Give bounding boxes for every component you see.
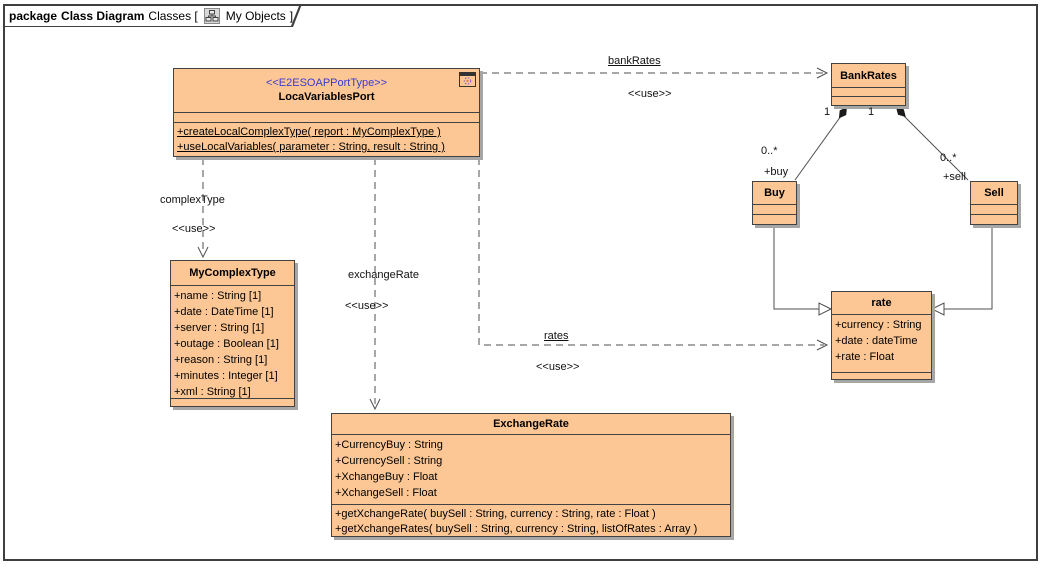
attribute-item[interactable]: +currency : String	[835, 319, 922, 331]
attributes-compartment: +currency : String +date : dateTime +rat…	[832, 314, 931, 372]
class-name: MyComplexType	[189, 267, 276, 279]
operations-compartment	[832, 96, 905, 105]
diagram-frame-tab[interactable]: package Class Diagram Classes [ My Objec…	[3, 4, 302, 27]
operation-item[interactable]: +useLocalVariables( parameter : String, …	[177, 141, 445, 153]
dependency-name-label[interactable]: bankRates	[608, 55, 661, 67]
operation-item[interactable]: +getXchangeRates( buySell : String, curr…	[335, 523, 698, 535]
class-name: Sell	[984, 187, 1004, 199]
frame-title: Class Diagram	[61, 9, 145, 23]
frame-kind-label: package	[9, 9, 58, 23]
attribute-item[interactable]: +XchangeSell : Float	[335, 487, 437, 499]
attribute-item[interactable]: +CurrencySell : String	[335, 455, 443, 467]
operations-compartment	[171, 398, 294, 406]
attributes-compartment	[174, 112, 479, 122]
attributes-compartment: +CurrencyBuy : String +CurrencySell : St…	[332, 434, 730, 504]
class-name: BankRates	[840, 69, 897, 82]
class-mycomplextype[interactable]: MyComplexType +name : String [1] +date :…	[170, 260, 295, 407]
dependency-name-label[interactable]: rates	[544, 330, 569, 342]
attribute-item[interactable]: +minutes : Integer [1]	[174, 370, 278, 382]
operations-compartment: +createLocalComplexType( report : MyComp…	[174, 122, 479, 156]
use-stereotype-label[interactable]: <<use>>	[628, 88, 672, 100]
operations-compartment	[971, 214, 1017, 224]
operation-item[interactable]: +getXchangeRate( buySell : String, curre…	[335, 508, 656, 520]
attributes-compartment	[832, 87, 905, 96]
attribute-item[interactable]: +server : String [1]	[174, 322, 265, 334]
operations-compartment	[832, 372, 931, 379]
class-name: rate	[871, 297, 892, 309]
diagram-hierarchy-icon	[204, 8, 220, 24]
class-sell[interactable]: Sell	[970, 181, 1018, 225]
attributes-compartment: +name : String [1] +date : DateTime [1] …	[171, 285, 294, 398]
attribute-item[interactable]: +date : dateTime	[835, 335, 918, 347]
frame-diagram-name: My Objects	[225, 9, 286, 23]
class-rate[interactable]: rate +currency : String +date : dateTime…	[831, 291, 932, 380]
attribute-item[interactable]: +outage : Boolean [1]	[174, 338, 279, 350]
attributes-compartment	[753, 204, 796, 214]
use-stereotype-label[interactable]: <<use>>	[536, 361, 580, 373]
use-stereotype-label[interactable]: <<use>>	[345, 300, 389, 312]
attribute-item[interactable]: +name : String [1]	[174, 290, 262, 302]
attribute-item[interactable]: +CurrencyBuy : String	[335, 439, 443, 451]
soap-port-icon	[459, 72, 476, 87]
class-name: Buy	[764, 187, 785, 199]
attribute-item[interactable]: +xml : String [1]	[174, 386, 251, 398]
role-label[interactable]: +buy	[764, 166, 789, 178]
multiplicity-label[interactable]: 0..*	[761, 145, 778, 157]
class-bankrates[interactable]: BankRates	[831, 63, 906, 106]
class-exchangerate[interactable]: ExchangeRate +CurrencyBuy : String +Curr…	[331, 413, 731, 537]
multiplicity-label[interactable]: 1	[868, 106, 875, 118]
frame-context-close: ]	[289, 9, 294, 23]
operations-compartment: +getXchangeRate( buySell : String, curre…	[332, 504, 730, 536]
attribute-item[interactable]: +reason : String [1]	[174, 354, 268, 366]
class-name: ExchangeRate	[493, 418, 569, 430]
class-locavariablesport[interactable]: <<E2ESOAPPortType>> LocaVariablesPort +c…	[173, 68, 480, 157]
operations-compartment	[753, 214, 796, 224]
class-stereotype: <<E2ESOAPPortType>>	[265, 77, 388, 89]
attribute-item[interactable]: +date : DateTime [1]	[174, 306, 274, 318]
class-name: LocaVariablesPort	[278, 91, 375, 103]
use-stereotype-label[interactable]: <<use>>	[172, 223, 216, 235]
class-buy[interactable]: Buy	[752, 181, 797, 225]
operation-item[interactable]: +createLocalComplexType( report : MyComp…	[177, 126, 441, 138]
attribute-item[interactable]: +XchangeBuy : Float	[335, 471, 438, 483]
role-label[interactable]: +sell	[943, 171, 966, 183]
attribute-item[interactable]: +rate : Float	[835, 351, 895, 363]
multiplicity-label[interactable]: 0..*	[940, 152, 957, 164]
attributes-compartment	[971, 204, 1017, 214]
multiplicity-label[interactable]: 1	[824, 106, 831, 118]
frame-context-open: Classes [	[148, 9, 198, 23]
dependency-name-label[interactable]: complexType	[160, 194, 225, 206]
dependency-name-label[interactable]: exchangeRate	[348, 269, 419, 281]
